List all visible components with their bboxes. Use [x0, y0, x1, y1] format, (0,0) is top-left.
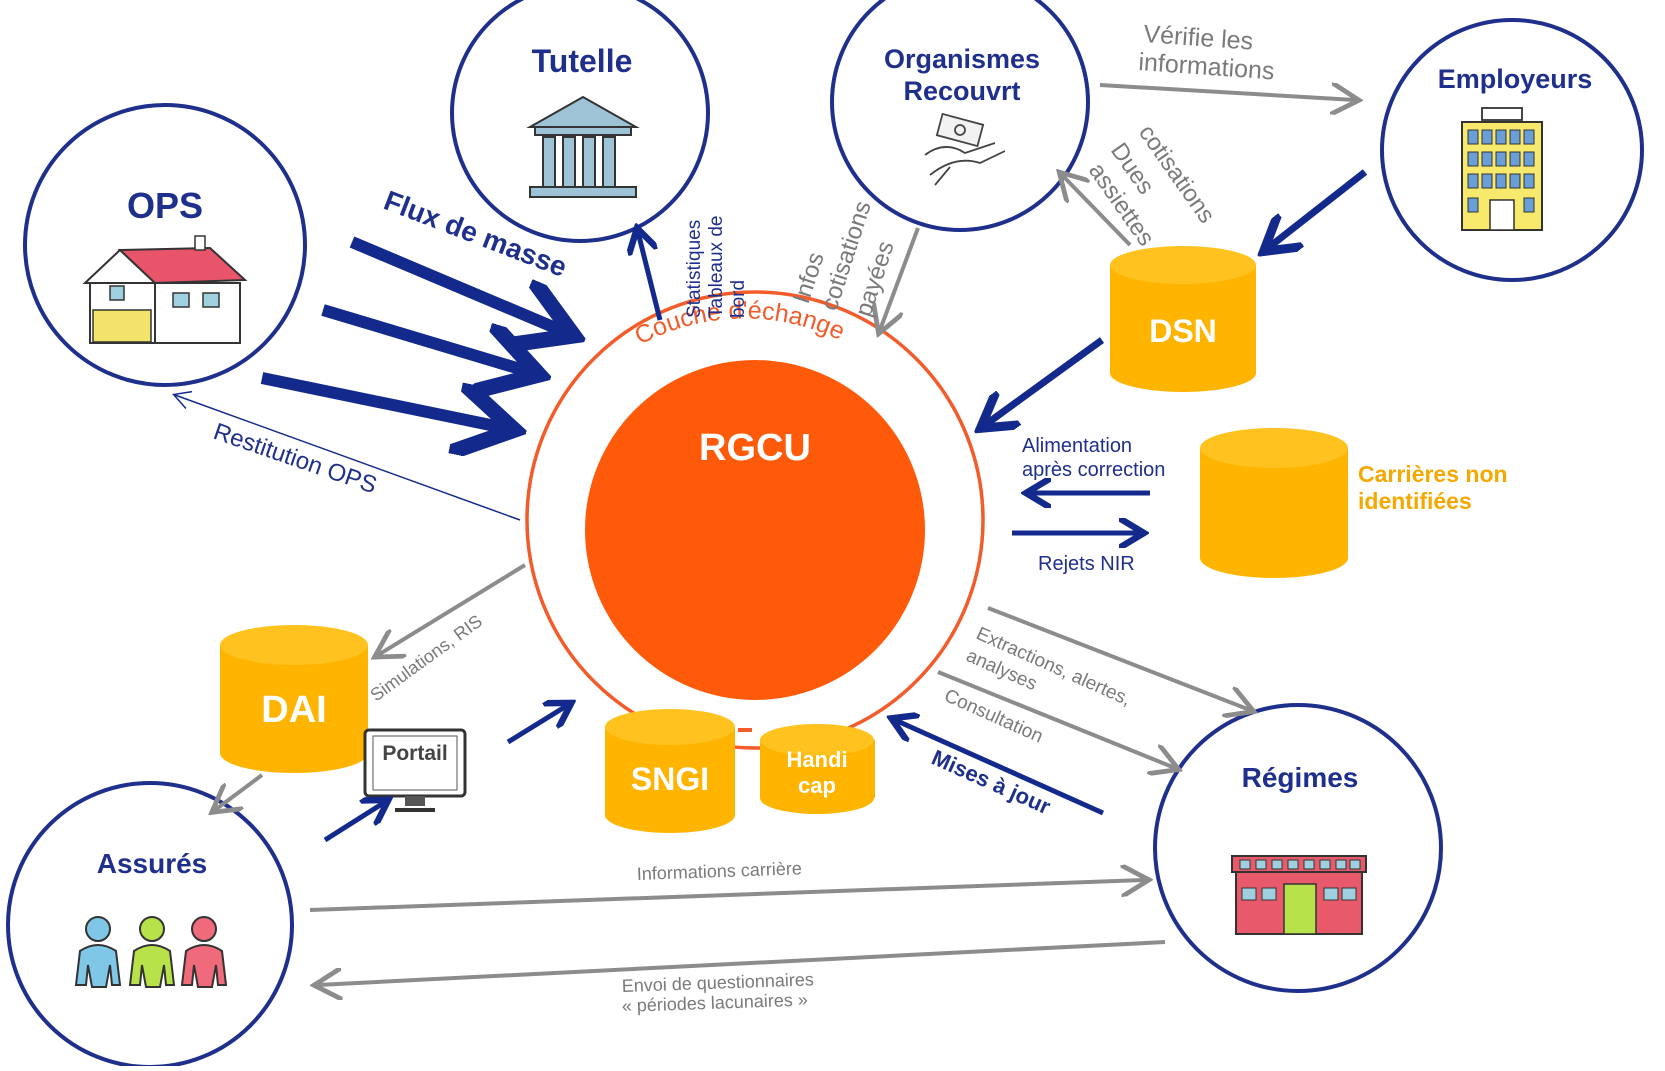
carrieres-side-label-line1: Carrières non: [1358, 461, 1508, 487]
database-handicap[interactable]: Handi cap: [760, 724, 875, 814]
money-handshake-icon: [924, 112, 1006, 186]
informations-carriere-arrow: [309, 880, 1145, 912]
rgcu-label: RGCU: [699, 427, 811, 469]
database-dsn[interactable]: DSN: [1110, 246, 1256, 392]
node-organismes-recouvrement[interactable]: Organismes Recouvrt: [830, 0, 1090, 232]
node-ops[interactable]: OPS: [23, 103, 307, 387]
ops-label: OPS: [127, 185, 203, 226]
mises-a-jour-arrow: [895, 720, 1105, 816]
stats-label-line3: bord: [728, 280, 749, 318]
statistiques-arrow: [638, 232, 663, 321]
people-group-icon: [74, 916, 228, 988]
office-building-icon: [1461, 107, 1543, 231]
verifie-informations-arrow: [1099, 85, 1355, 100]
house-icon: [82, 235, 248, 344]
assures-label: Assurés: [97, 848, 208, 879]
rgcu-disc: [585, 360, 925, 700]
dsn-top: [1110, 246, 1256, 284]
verifie-label-line2: informations: [1138, 48, 1276, 85]
dai-bottom: [220, 733, 368, 773]
regimes-circle: [1153, 703, 1443, 993]
regimes-label: Régimes: [1242, 762, 1359, 793]
database-carrieres-non-identifiees[interactable]: Carrières non identifiées: [1200, 428, 1508, 578]
extractions-arrow: [987, 606, 1250, 710]
handicap-label-line1: Handi: [786, 747, 847, 772]
handicap-top: [760, 724, 874, 756]
dsn-rgcu-arrow: [985, 337, 1105, 425]
database-sngi[interactable]: SNGI: [605, 709, 735, 833]
monitor-icon: [363, 728, 467, 812]
alimentation-label-line1: Alimentation: [1022, 435, 1132, 457]
restitution-ops-arrow: [175, 395, 521, 521]
handicap-bottom: [760, 782, 874, 814]
consultation-arrow: [937, 670, 1175, 768]
bank-building-icon: [526, 95, 640, 198]
alimentation-label-line2: après correction: [1022, 459, 1165, 481]
dsn-bottom: [1110, 354, 1256, 392]
stats-label-line1: Statistiques: [684, 220, 705, 318]
employeurs-label: Employeurs: [1438, 64, 1593, 94]
dai-label: DAI: [261, 689, 326, 731]
rejets-nir-label: Rejets NIR: [1038, 553, 1135, 575]
organismes-label-line1: Organismes: [884, 44, 1040, 74]
exchange-layer-ring: [525, 290, 985, 750]
handicap-label-line2: cap: [798, 773, 836, 798]
tutelle-label: Tutelle: [532, 43, 633, 79]
employeurs-dsn-arrow: [1268, 169, 1368, 248]
dsn-label: DSN: [1149, 313, 1217, 349]
sngi-top: [605, 709, 735, 745]
node-regimes[interactable]: Régimes: [1153, 703, 1443, 993]
node-employeurs[interactable]: Employeurs: [1380, 18, 1644, 282]
flux-masse-arrow-1: [349, 236, 565, 332]
portail[interactable]: Portail: [363, 728, 467, 812]
rgcu-core: RGCU Couche d'échange: [525, 290, 985, 750]
informations-carriere-label: Informations carrière: [636, 858, 802, 884]
organismes-circle: [830, 0, 1090, 232]
restitution-ops-label: Restitution OPS: [210, 418, 380, 499]
flux-masse-arrow-2: [321, 304, 530, 372]
envoi-questionnaires-arrow: [318, 940, 1166, 985]
portail-label: Portail: [382, 742, 447, 765]
node-assures[interactable]: Assurés: [6, 781, 294, 1069]
infos-cotisations-arrow: [880, 227, 920, 330]
sngi-bottom: [605, 797, 735, 833]
node-tutelle[interactable]: Tutelle: [450, 0, 710, 243]
carrieres-bottom: [1200, 538, 1348, 578]
arrows: [175, 85, 1368, 985]
carrieres-top: [1200, 428, 1348, 468]
cotisations-dues-arrow: [1062, 175, 1132, 247]
assures-portail-arrow: [323, 802, 385, 843]
database-dai[interactable]: DAI: [220, 625, 368, 773]
simulations-ris-arrow: [378, 563, 527, 655]
carrieres-side-label-line2: identifiées: [1358, 488, 1472, 514]
flux-masse-arrow-3: [260, 372, 505, 428]
dai-top: [220, 625, 368, 665]
portail-rgcu-arrow: [506, 705, 568, 745]
sngi-label: SNGI: [631, 761, 709, 797]
organismes-label-line2: Recouvrt: [903, 76, 1020, 106]
dai-assures-arrow: [215, 773, 264, 810]
institution-building-icon: [1231, 855, 1367, 935]
stats-label-line2: Tableaux de: [706, 216, 727, 318]
